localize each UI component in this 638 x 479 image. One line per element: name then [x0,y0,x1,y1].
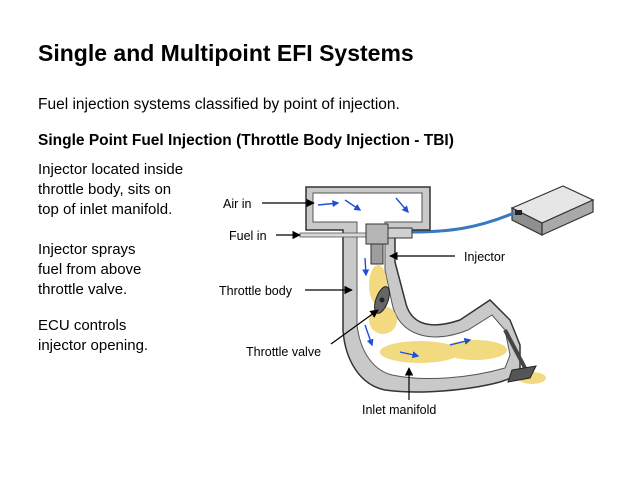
injector-nozzle [370,243,384,265]
fuel-spray [369,265,546,384]
valve-stem [503,329,527,369]
air-arrow [395,197,409,214]
slide-subtitle: Fuel injection systems classified by poi… [38,96,400,113]
injector-connector [387,227,413,239]
air-arrow [364,324,374,347]
label-injector: Injector [464,250,505,264]
label-throttle-body: Throttle body [219,284,293,298]
air-flow-arrows [317,197,472,359]
ecu-wire [411,211,515,234]
slide-title: Single and Multipoint EFI Systems [38,40,414,66]
callouts [262,198,455,400]
note-injector-location: Injector located inside throttle body, s… [38,161,184,218]
air-arrow [317,200,340,208]
throttle-shaft [379,297,385,303]
label-air-in: Air in [223,197,252,211]
intake-passage [312,192,511,380]
label-throttle-valve: Throttle valve [246,345,321,359]
spray-cloud [443,340,507,360]
injector-body [365,223,389,245]
label-inlet-manifold: Inlet manifold [362,403,436,417]
ecu-unit [510,185,595,236]
valve-head [507,365,537,383]
air-arrow [362,257,370,277]
ecu-side-face [541,199,594,236]
section-heading: Single Point Fuel Injection (Throttle Bo… [38,132,454,149]
air-arrow [344,199,362,211]
label-fuel-in: Fuel in [229,229,267,243]
air-arrow [399,351,420,359]
intake-valve [503,329,537,383]
note-ecu-control: ECU controls injector opening. [38,317,149,354]
injector [365,223,413,265]
note-injector-spray: Injector sprays fuel from above throttle… [38,241,142,298]
air-arrow [449,337,472,346]
ecu-connector [515,210,522,215]
spray-cloud [380,341,460,363]
throttle-valve-callout [330,309,379,345]
